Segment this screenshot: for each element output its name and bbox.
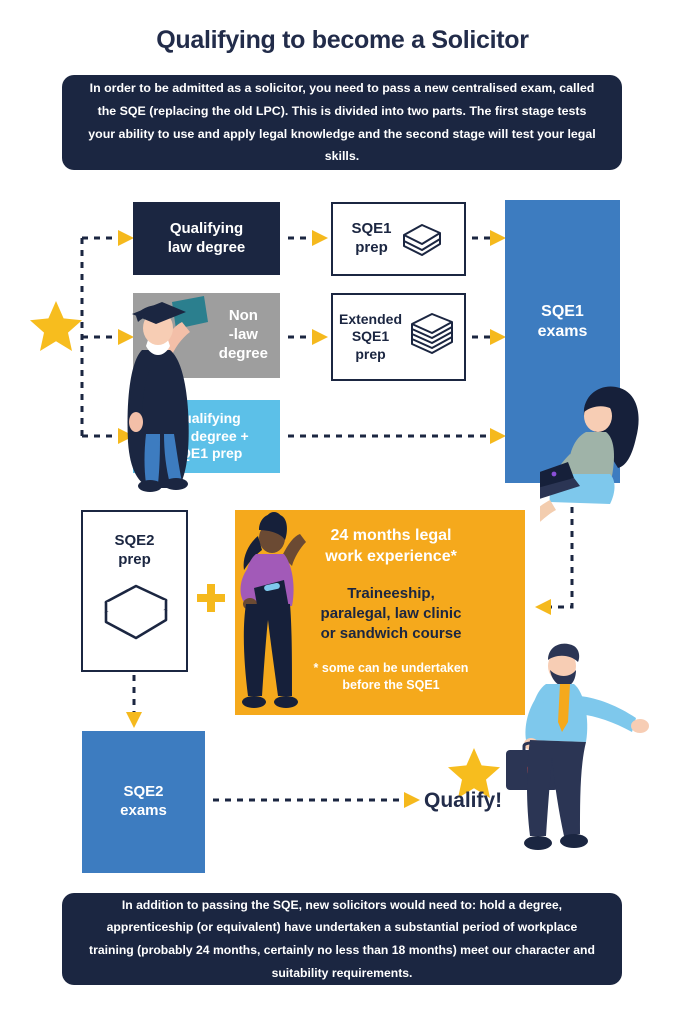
box-sqe2-exams-label: SQE2 exams	[120, 783, 167, 819]
intro-banner: In order to be admitted as a solicitor, …	[62, 75, 622, 170]
box-qualifying-law-degree-label: Qualifying law degree	[167, 219, 246, 256]
work-experience-headline: 24 months legal work experience*	[325, 527, 457, 565]
book-stack-icon	[402, 224, 441, 256]
arrowhead	[404, 792, 420, 808]
box-work-experience[interactable]: 24 months legal work experience* Trainee…	[235, 510, 525, 715]
page-title: Qualifying to become a Solicitor	[156, 26, 529, 54]
box-sqe2-prep-label: SQE2 prep	[114, 532, 155, 568]
box-non-law-degree-label: Non -law degree	[218, 307, 268, 362]
box-extended-sqe1-prep[interactable]: Extended SQE1 prep	[331, 293, 466, 381]
arrowhead	[490, 230, 506, 246]
star-icon	[30, 301, 82, 351]
arrowhead	[118, 329, 134, 345]
box-sqe1-prep[interactable]: SQE1 prep	[331, 202, 466, 276]
arrowhead	[312, 329, 328, 345]
arrowhead	[490, 329, 506, 345]
box-qualifying-law-degree-plus-sqe1-prep[interactable]: Qualifying law degree + SQE1 prep	[133, 400, 280, 473]
arrowhead	[118, 230, 134, 246]
qualify-label: Qualify!	[424, 789, 503, 812]
arrowhead	[312, 230, 328, 246]
box-extended-sqe1-prep-label: Extended SQE1 prep	[338, 310, 402, 362]
box-qualifying-law-degree[interactable]: Qualifying law degree	[133, 202, 280, 275]
box-sqe1-exams[interactable]: SQE1 exams	[505, 200, 620, 483]
box-qualifying-plus-prep-label: Qualifying law degree + SQE1 prep	[164, 410, 249, 462]
box-sqe1-prep-label: SQE1 prep	[351, 220, 392, 256]
arrowhead	[535, 599, 551, 615]
book-stack-icon	[411, 313, 453, 354]
box-sqe2-exams[interactable]: SQE2 exams	[82, 731, 205, 873]
work-experience-options: Traineeship, paralegal, law clinic or sa…	[320, 584, 462, 643]
box-sqe2-prep[interactable]: SQE2 prep	[81, 510, 188, 672]
box-sqe1-exams-label: SQE1 exams	[537, 303, 588, 340]
plus-icon	[197, 584, 225, 612]
arrowhead	[126, 712, 142, 728]
footer-banner: In addition to passing the SQE, new soli…	[62, 893, 622, 985]
book-stack-icon	[104, 584, 167, 639]
box-non-law-degree[interactable]: Non -law degree	[133, 293, 280, 378]
arrowhead	[118, 428, 134, 444]
arrowhead	[490, 428, 506, 444]
work-experience-footnote: * some can be undertaken before the SQE1	[313, 661, 469, 693]
